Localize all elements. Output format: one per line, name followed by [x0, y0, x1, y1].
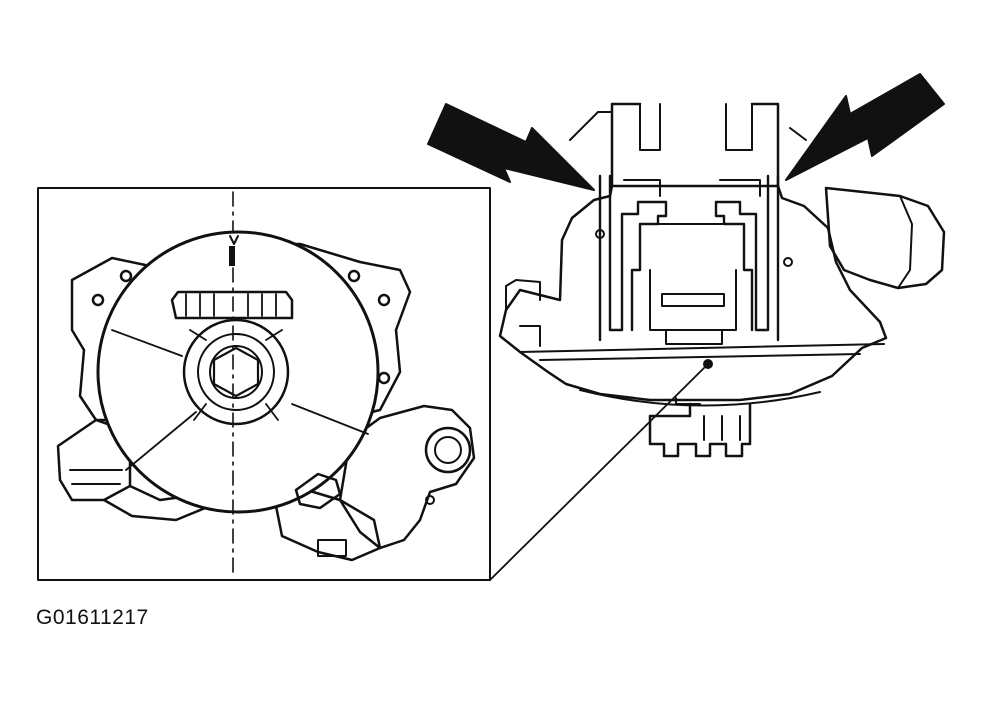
disc-spoke [111, 329, 183, 357]
rotor-core [639, 223, 745, 331]
right-sleeve [824, 186, 946, 290]
lock-cylinder [424, 426, 472, 474]
lower-castellation [648, 402, 752, 458]
bracket-hole [347, 269, 361, 283]
arrow-pointer-right [785, 73, 945, 181]
figure-id: G01611217 [36, 606, 149, 629]
ignition-housing [338, 404, 476, 550]
section-hole [595, 229, 605, 239]
disc-spoke [291, 403, 369, 435]
arrow-pointer-left [427, 103, 595, 191]
detail-leader [489, 365, 707, 581]
column-shaft [610, 102, 780, 188]
detail-frame [37, 187, 491, 581]
alignment-mark [229, 235, 239, 245]
bracket-hole [119, 269, 133, 283]
lower-connector [274, 486, 382, 562]
hub-hex [212, 346, 260, 398]
section-view [498, 102, 946, 458]
section-hole [783, 257, 793, 267]
housing-base [519, 343, 885, 361]
disc-tab [294, 472, 342, 510]
detail-inset [37, 187, 491, 581]
bracket-hole [377, 293, 391, 307]
disc-connector [170, 290, 294, 320]
inner-wall-left [598, 174, 668, 342]
leader-dot [703, 359, 713, 369]
bracket-hole [91, 293, 105, 307]
disc-hub [182, 318, 290, 426]
bracket-hole [377, 371, 391, 385]
left-collar [505, 279, 541, 347]
disc-spoke [125, 411, 197, 471]
clockspring-disc [96, 230, 380, 514]
lower-left-connector [56, 418, 132, 502]
inner-wall-right [714, 174, 780, 342]
